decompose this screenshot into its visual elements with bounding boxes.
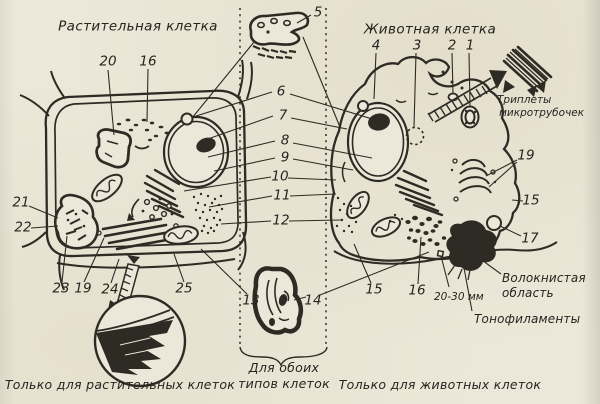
animal-nucleus [346,100,410,183]
chloroplast [53,193,99,250]
triplets-annotation-line2: микротрубочек [499,106,585,119]
plant-nucleus [162,112,230,189]
vesicle-arrow [127,198,140,221]
animal-mitochondrion-2 [370,216,402,238]
leader-lines [28,14,524,312]
marker-21: 21 [12,194,30,211]
marker-11: 11 [273,187,291,204]
starch-grain [95,128,132,169]
marker-15-bottom: 15 [365,281,383,298]
triplets-annotation-line1: Триплеты [497,93,552,106]
plant-nuclear-pore [180,112,194,126]
nuclear-envelope-fragment [249,11,310,60]
marker-22: 22 [14,219,32,236]
marker-8: 8 [280,132,290,149]
microtubule-triplets [502,45,553,97]
marker-1: 1 [465,37,475,54]
microtubule-organizing-center [405,126,425,146]
fibrous-annotation-line2: область [502,286,554,300]
marker-6: 6 [276,83,286,100]
marker-17: 17 [521,230,539,247]
scale-annotation: 20-30 мм [434,290,484,303]
pinocytotic-vesicle [486,215,502,231]
caption-plant-only: Только для растительных клеток [4,376,236,392]
animal-cell-title: Животная клетка [363,21,497,38]
marker-5: 5 [313,4,323,21]
plant-er-stack [143,168,185,219]
caption-animal-only: Только для животных клеток [338,376,542,392]
animal-golgi [450,158,497,202]
tonofilament-strands [447,264,471,281]
plant-mitochondrion-2 [163,225,199,245]
marker-19-plant: 19 [74,280,92,297]
animal-er-stack [394,169,444,217]
plasmodesma-inset [93,294,187,388]
marker-14: 14 [304,292,322,309]
vesicles [141,197,174,220]
caption-both-line2: типов клеток [238,375,330,391]
marker-16-plant: 16 [139,53,157,70]
marker-15-right: 15 [522,192,540,209]
plant-mitochondrion-1 [91,173,123,203]
marker-7: 7 [278,107,288,124]
mitochondrion-shared [252,266,304,335]
shared-column [239,8,328,367]
marker-19-animal: 19 [517,147,535,164]
marker-13: 13 [242,292,260,309]
plant-golgi [96,217,179,251]
caption-both-line1: Для обоих [248,359,320,375]
golgi-speckles [405,215,447,246]
granule-cluster [116,118,170,142]
animal-nucleolus [368,113,390,131]
tonofilaments-annotation: Тонофиламенты [474,312,581,326]
plant-cell [19,59,253,315]
fibrous-region [446,220,497,281]
fibrous-annotation-line1: Волокнистая [502,271,586,285]
marker-20: 20 [99,53,117,70]
marker-24: 24 [101,281,119,298]
marker-23: 23 [52,280,70,297]
centriole [460,105,480,129]
ribosome-cluster-plant [192,192,224,235]
animal-nuclear-pore [357,100,369,112]
marker-2: 2 [447,37,457,54]
striped-arrow [427,70,507,123]
membrane-dash [134,145,150,150]
plant-nucleolus [196,137,216,153]
ribosome-cluster-animal [335,196,404,234]
brace-both-types [239,346,328,367]
marker-3: 3 [412,37,422,54]
marker-9: 9 [280,149,290,166]
marker-10: 10 [271,168,289,185]
marker-25: 25 [175,280,193,297]
marker-16-bottom: 16 [408,282,426,299]
marker-12: 12 [272,212,290,229]
marker-4: 4 [371,37,381,54]
plant-cell-title: Растительная клетка [58,18,218,35]
membrane-gap-marker [436,249,445,258]
animal-mitochondrion-1 [346,190,370,220]
